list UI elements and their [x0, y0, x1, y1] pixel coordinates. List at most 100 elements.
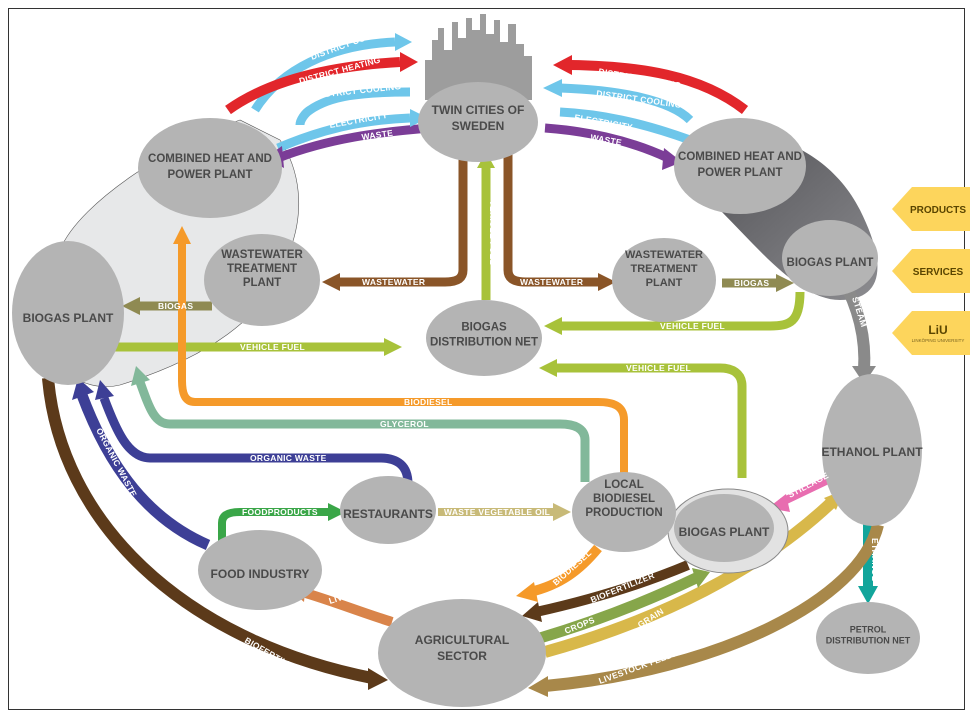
node-label-city: SWEDEN	[452, 119, 505, 133]
flow-label-waste-r: WASTE	[590, 132, 623, 147]
live-stock-arrow	[300, 587, 394, 627]
arrowhead	[539, 359, 557, 377]
flow-label-vehicle-fuel-l: VEHICLE FUEL	[240, 342, 305, 352]
flow-label-district-cooling-r: DISTRICT COOLING	[596, 88, 683, 110]
node-label-biogas-left: BIOGAS PLANT	[23, 311, 114, 325]
arrowhead	[528, 676, 548, 697]
node-label-city: TWIN CITIES OF	[432, 103, 525, 117]
biodiesel-arrow-low	[528, 544, 602, 597]
flow-label-vehicle-fuel-r: VEHICLE FUEL	[660, 321, 725, 331]
flow-label-organic-waste-h: ORGANIC WASTE	[250, 453, 327, 463]
node-label-restaurants: RESTAURANTS	[343, 507, 433, 521]
district-heating-arrow-left	[225, 57, 401, 115]
flow-label-waste-l: WASTE	[361, 128, 394, 142]
agri-node	[378, 599, 546, 707]
node-label-biodiesel: BIODIESEL	[593, 493, 655, 505]
district-cooling-arrow-left	[251, 37, 396, 113]
flow-label-biogas-r: BIOGAS	[734, 278, 769, 288]
flow-label-biogas-l: BIOGAS	[158, 301, 193, 311]
ethanol-node	[822, 374, 922, 526]
arrowhead	[384, 338, 402, 356]
food-node	[198, 530, 322, 610]
node-label-biodiesel: PRODUCTION	[585, 507, 662, 519]
biogas-dist-node	[426, 300, 542, 376]
district-cooling-arrow-left-2	[295, 87, 411, 126]
biogas-lower-node	[674, 494, 774, 562]
district-cooling-arrow-right	[559, 83, 694, 124]
flow-label-live-stock: LIVE STOCK	[328, 580, 383, 606]
arrowhead	[598, 273, 616, 291]
flow-label-biodiesel-low: BIODIESEL	[551, 548, 594, 588]
grain-arrow	[543, 497, 837, 658]
wastewater-arrow-right	[503, 150, 600, 287]
node-label-wwtp-left: WASTEWATER	[221, 249, 303, 261]
chp-left-node	[138, 118, 282, 218]
glycerol-arrow	[135, 380, 590, 482]
arrowhead	[131, 366, 150, 386]
arrowhead	[516, 582, 538, 602]
arrowhead	[173, 226, 191, 244]
vehicle-fuel-arrow-lower	[555, 363, 747, 478]
arrowhead	[553, 55, 572, 75]
foodproducts-arrow	[218, 508, 330, 545]
flow-label-biodiesel-top: BIODIESEL	[404, 397, 453, 407]
node-label-wwtp-right: WASTEWATER	[625, 249, 703, 261]
city-skyline-icon	[425, 14, 532, 100]
electricity-arrow-left	[276, 113, 411, 153]
node-label-biogas-lower: BIOGAS PLANT	[679, 525, 770, 539]
waste-arrow-left	[276, 123, 431, 163]
node-label-food: FOOD INDUSTRY	[211, 567, 310, 581]
arrowhead	[395, 33, 412, 51]
arrowhead	[95, 380, 114, 400]
node-label-chp-right: COMBINED HEAT AND	[678, 151, 802, 163]
node-label-biodiesel: LOCAL	[604, 479, 644, 491]
flow-label-ethanol-flow: ETHANOL	[870, 538, 880, 581]
arrowhead	[858, 586, 878, 604]
stillage-arrow	[780, 476, 830, 506]
node-label-chp-left: COMBINED HEAT AND	[148, 153, 272, 165]
flow-label-wastewater-r: WASTEWATER	[520, 277, 583, 287]
node-label-petrol: DISTRIBUTION NET	[826, 636, 911, 646]
arrowhead	[522, 602, 542, 622]
node-label-petrol: PETROL	[850, 625, 887, 635]
city-node	[418, 82, 538, 162]
organic-waste-arrow-vertical	[76, 393, 211, 551]
node-label-wwtp-left: PLANT	[243, 277, 281, 289]
livestock-feedproduction-arrow	[544, 523, 884, 692]
petrol-node	[816, 602, 920, 674]
district-heating-arrow-right	[569, 60, 749, 114]
liu-chevron	[892, 311, 970, 355]
node-label-wwtp-right: TREATMENT	[630, 263, 697, 275]
waste-arrow-right	[544, 123, 670, 163]
node-label-chp-right: POWER PLANT	[698, 167, 783, 179]
vehicle-fuel-arrow-right	[560, 291, 805, 331]
flow-label-wastewater-l: WASTEWATER	[362, 277, 425, 287]
node-label-chp-left: POWER PLANT	[168, 169, 253, 181]
diagram-frame	[8, 8, 965, 710]
services-label: SERVICES	[913, 267, 964, 278]
arrowhead	[544, 317, 562, 335]
biogas-right-node	[782, 220, 878, 296]
flow-label-foodproducts: FOODPRODUCTS	[242, 507, 318, 517]
chp-right-node	[674, 118, 806, 214]
arrowhead	[122, 297, 140, 315]
arrowhead	[553, 503, 571, 521]
arrowhead	[368, 668, 388, 690]
biofertilizer-arrow-left	[42, 377, 374, 684]
arrowhead	[543, 79, 562, 97]
node-label-biogas-dist: BIOGAS	[461, 322, 507, 334]
arrowhead	[400, 52, 418, 72]
arrowhead	[776, 274, 794, 292]
biofertilizer-arrow-right	[534, 560, 690, 617]
flow-label-vehicle-fuel-lower: VEHICLE FUEL	[626, 363, 691, 373]
biogas-left-node	[12, 241, 124, 385]
side-panel: PRODUCTS SERVICES LiU LINKÖPING UNIVERSI…	[892, 187, 970, 355]
flow-label-glycerol: GLYCEROL	[380, 419, 429, 429]
crops-arrow	[538, 573, 699, 644]
electricity-arrow-right	[559, 107, 692, 145]
wwtp-left-node	[204, 234, 320, 326]
arrowhead	[692, 568, 710, 588]
arrowhead	[328, 503, 346, 521]
node-label-wwtp-left: TREATMENT	[227, 263, 297, 275]
